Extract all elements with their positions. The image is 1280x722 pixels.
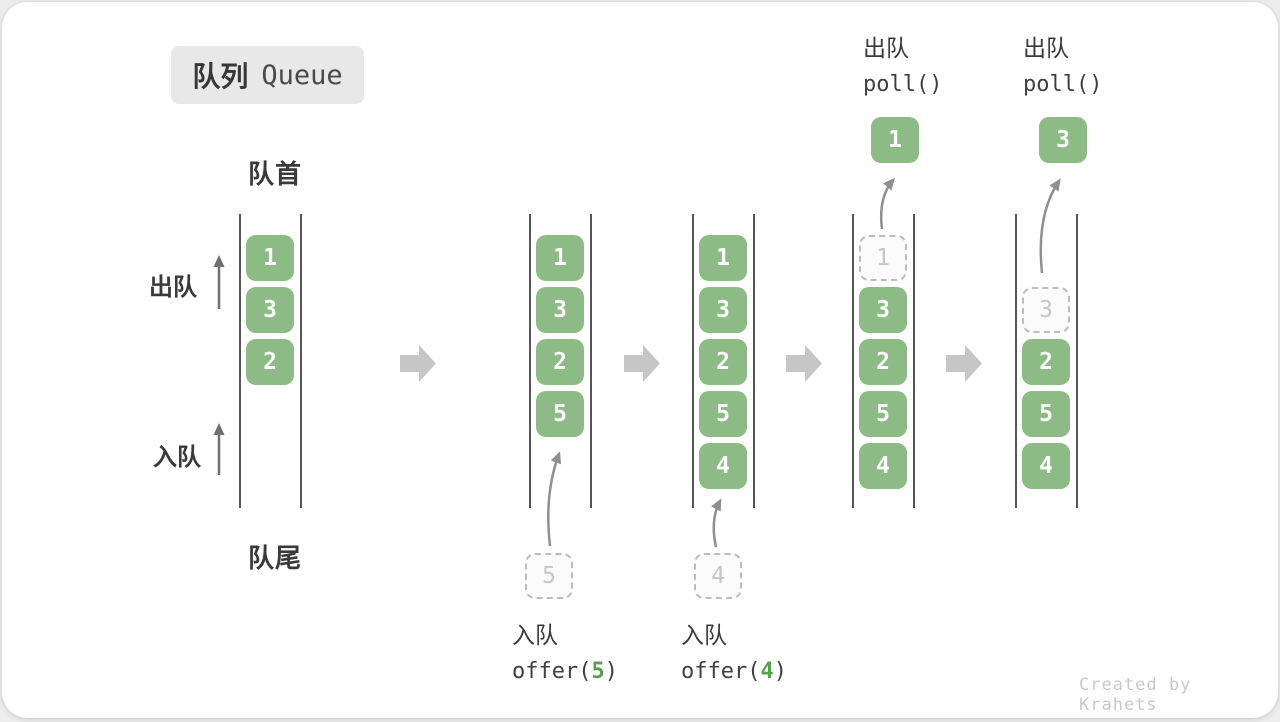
enqueue5-code-label: offer(5)	[512, 659, 618, 684]
poll3-annotation: 出队 poll()	[1023, 29, 1102, 97]
queue3-slot: 4	[699, 443, 747, 489]
poll1-curved-arrow-icon	[879, 177, 895, 230]
queue5-slot: 5	[1022, 391, 1070, 437]
code-arg: 5	[591, 659, 605, 684]
queue1-slot: 2	[246, 339, 294, 385]
queue5-left-wall	[1015, 214, 1017, 508]
queue1-slot: 3	[246, 287, 294, 333]
queue4-slot: 4	[859, 443, 907, 489]
dequeue-side-label: 出队	[149, 274, 197, 301]
enqueue4-action-label: 入队	[681, 622, 727, 648]
queue4-removed-box: 1	[859, 235, 907, 281]
queue2-left-wall	[529, 214, 531, 508]
queue1-left-wall	[239, 214, 241, 508]
queue1-slot: 1	[246, 235, 294, 281]
poll1-code-label: poll()	[863, 72, 943, 97]
flow-arrow-icon	[624, 345, 660, 382]
title-zh: 队列	[192, 61, 249, 92]
queue3-slot: 5	[699, 391, 747, 437]
code-post: )	[604, 659, 618, 684]
queue-rear-label: 队尾	[247, 543, 302, 573]
queue4-slot: 5	[859, 391, 907, 437]
poll3-curved-arrow-icon	[1039, 178, 1061, 274]
code-pre: offer(	[681, 659, 761, 684]
poll1-annotation: 出队 poll()	[863, 29, 942, 97]
queue4-slot: 2	[859, 339, 907, 385]
queue5-slot: 2	[1022, 339, 1070, 385]
code-post: )	[773, 659, 787, 684]
queue3-slot: 1	[699, 235, 747, 281]
poll3-result-box: 3	[1039, 117, 1087, 163]
queue3-right-wall	[753, 214, 755, 508]
title-badge: 队列 Queue	[171, 46, 364, 104]
queue3-staging-box: 4	[694, 553, 742, 599]
queue2-slot: 5	[536, 391, 584, 437]
queue5-slot: 4	[1022, 443, 1070, 489]
code-arg: 4	[760, 659, 774, 684]
queue5-right-wall	[1076, 214, 1078, 508]
poll3-code-label: poll()	[1023, 72, 1103, 97]
queue5-removed-box: 3	[1022, 287, 1070, 333]
flow-arrow-icon	[946, 345, 982, 382]
queue2-staging-box: 5	[525, 553, 573, 599]
queue4-right-wall	[913, 214, 915, 508]
enqueue-side-label: 入队	[153, 444, 201, 471]
title-en: Queue	[261, 59, 343, 91]
poll1-action-label: 出队	[863, 35, 909, 61]
enqueue5-curved-arrow-icon	[547, 451, 561, 547]
queue2-slot: 2	[536, 339, 584, 385]
watermark: Created by Krahets	[1079, 675, 1192, 715]
enqueue4-curved-arrow-icon	[710, 498, 722, 548]
queue3-left-wall	[692, 214, 694, 508]
queue1-right-wall	[300, 214, 302, 508]
queue2-slot: 1	[536, 235, 584, 281]
queue3-slot: 2	[699, 339, 747, 385]
queue2-right-wall	[590, 214, 592, 508]
queue4-left-wall	[852, 214, 854, 508]
queue3-slot: 3	[699, 287, 747, 333]
enqueue4-code-label: offer(4)	[681, 659, 787, 684]
poll3-action-label: 出队	[1023, 35, 1069, 61]
enqueue4-annotation: 入队 offer(4)	[681, 616, 787, 684]
enqueue5-annotation: 入队 offer(5)	[512, 616, 618, 684]
code-pre: offer(	[512, 659, 592, 684]
enqueue5-action-label: 入队	[512, 622, 558, 648]
queue2-slot: 3	[536, 287, 584, 333]
queue-front-label: 队首	[247, 159, 302, 189]
flow-arrow-icon	[786, 345, 822, 382]
poll1-result-box: 1	[871, 117, 919, 163]
queue4-slot: 3	[859, 287, 907, 333]
flow-arrow-icon	[400, 345, 436, 382]
